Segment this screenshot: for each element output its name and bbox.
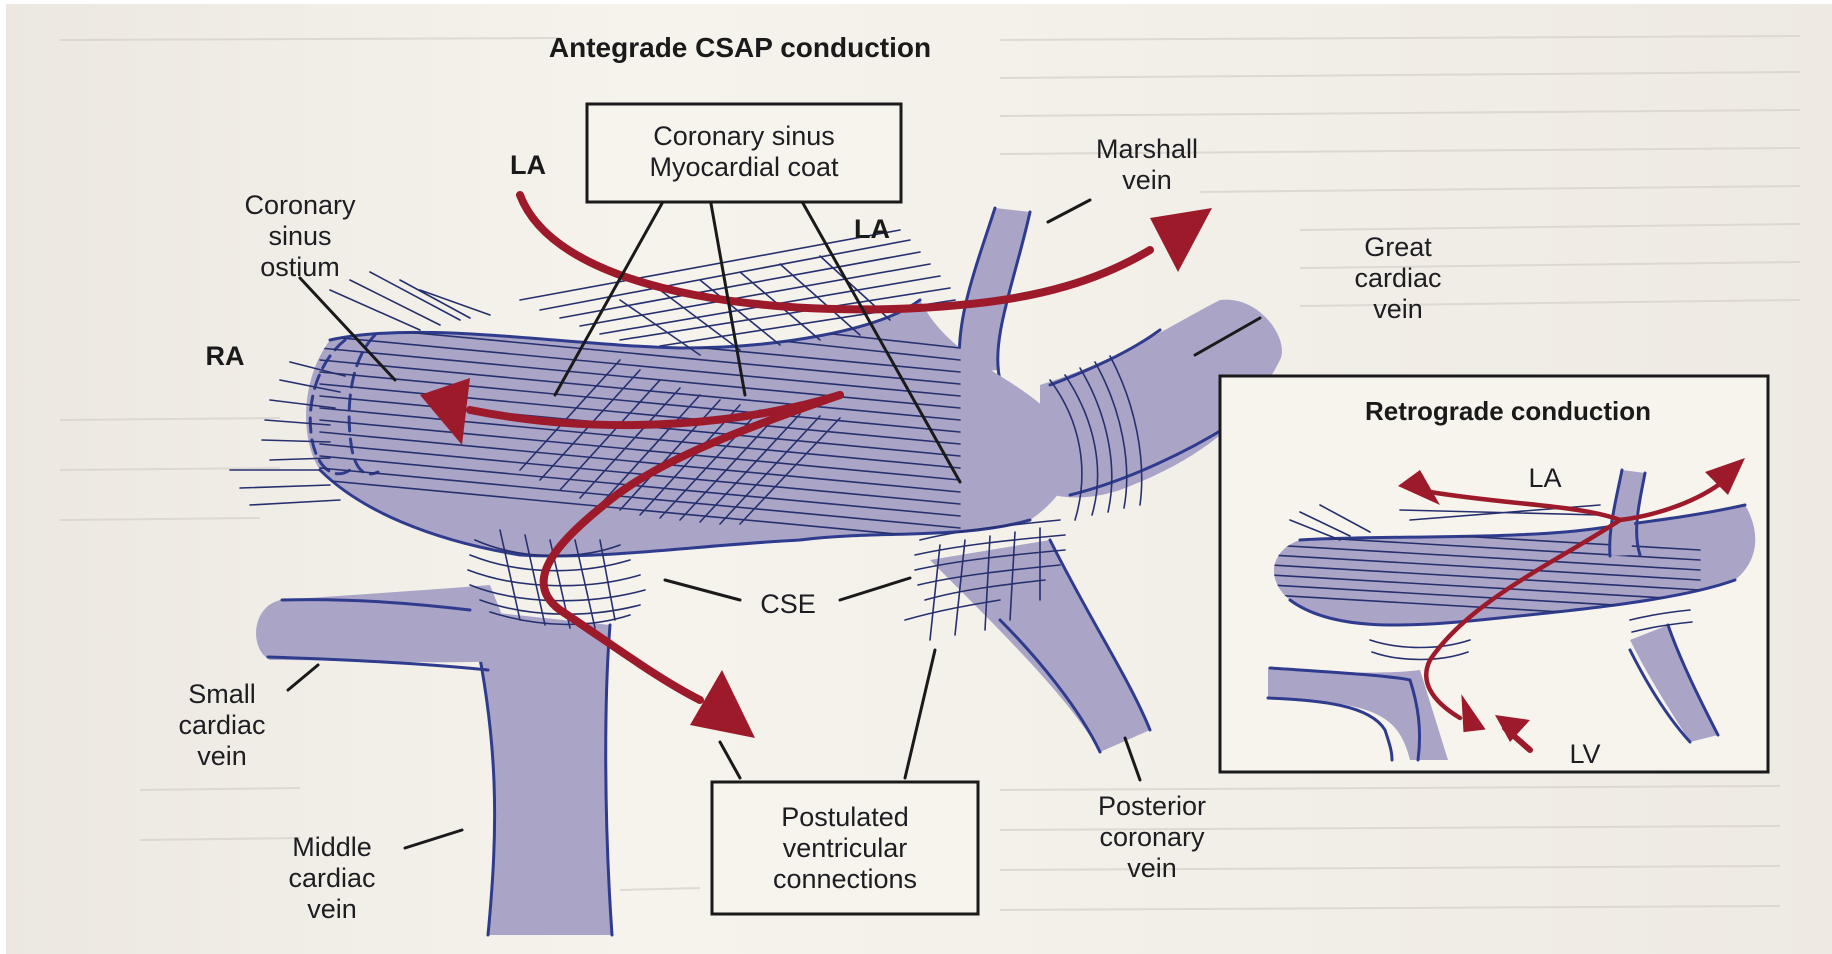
myocardial-coat-label-line1: Coronary sinus [653, 121, 835, 151]
marshall-vein-label-line2: vein [1122, 165, 1172, 195]
small-cardiac-vein-label-line2: cardiac [178, 710, 265, 740]
cs-ostium-label-line3: ostium [260, 252, 340, 282]
inset-label-lv: LV [1569, 739, 1600, 769]
label-la-top-right: LA [854, 214, 890, 244]
cs-ostium-label-line2: sinus [268, 221, 331, 251]
small-cardiac-vein-label-line3: vein [197, 741, 247, 771]
middle-cardiac-vein-label-line2: cardiac [288, 863, 375, 893]
inset-title: Retrograde conduction [1365, 396, 1651, 426]
middle-cardiac-vein-label-line1: Middle [292, 832, 372, 862]
page-title: Antegrade CSAP conduction [549, 32, 931, 63]
great-cardiac-vein-label-line2: cardiac [1354, 263, 1441, 293]
postulated-connections-label-line1: Postulated [781, 802, 909, 832]
posterior-coronary-vein-label-line2: coronary [1099, 822, 1205, 852]
label-ra: RA [206, 341, 245, 371]
cs-ostium-label-line1: Coronary [244, 190, 356, 220]
marshall-vein-label-line1: Marshall [1096, 134, 1198, 164]
small-cardiac-vein-label-line1: Small [188, 679, 256, 709]
middle-cardiac-vein-label-line3: vein [307, 894, 357, 924]
great-cardiac-vein-label-line3: vein [1373, 294, 1423, 324]
postulated-connections-label-line2: ventricular [783, 833, 908, 863]
postulated-connections-label-line3: connections [773, 864, 917, 894]
cse-label: CSE [760, 589, 816, 619]
myocardial-coat-label-line2: Myocardial coat [649, 152, 839, 182]
retrograde-inset: Retrograde conduction LA LV [1220, 376, 1768, 772]
posterior-coronary-vein-label-line1: Posterior [1098, 791, 1206, 821]
posterior-coronary-vein-label-line3: vein [1127, 853, 1177, 883]
inset-label-la: LA [1528, 463, 1561, 493]
label-la-top-left: LA [510, 150, 546, 180]
great-cardiac-vein-label-line1: Great [1364, 232, 1432, 262]
